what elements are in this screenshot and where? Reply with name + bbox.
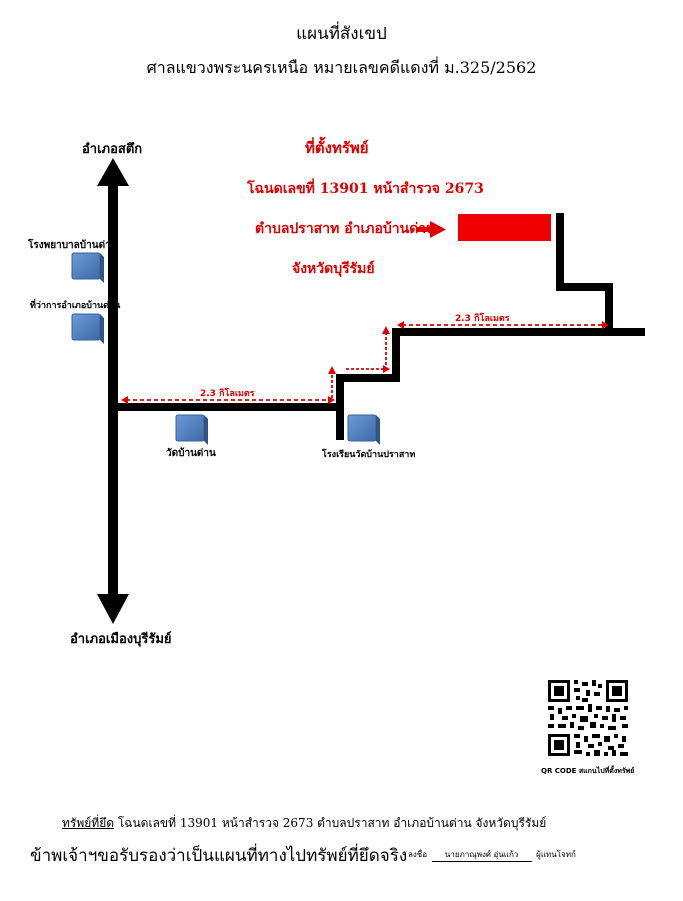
property-heading: ที่ตั้งทรัพย์ (305, 139, 369, 157)
route-road (113, 213, 645, 440)
hospital-label: โรงพยาบาลบ้านด่าน (28, 240, 118, 251)
distance-label-first: 2.3 กิโลเมตร (200, 389, 255, 399)
property-province-line: จังหวัดบุรีรัมย์ (292, 261, 375, 277)
south-destination-label: อำเภอเมืองบุรีรัมย์ (70, 632, 172, 647)
temple-label: วัดบ้านด่าน (166, 448, 216, 459)
property-deed-line: โฉนดเลขที่ 13901 หน้าสำรวจ 2673 (247, 181, 484, 197)
seized-label: ทรัพย์ที่ยึด (62, 816, 115, 830)
north-arrow (97, 158, 129, 186)
property-marker (458, 214, 551, 241)
page-title: แผนที่สังเขป (296, 24, 387, 44)
page-subtitle: ศาลแขวงพระนครเหนือ หมายเลขคดีแดงที่ ม.32… (146, 58, 537, 77)
school-building-icon (347, 414, 380, 445)
main-highway (108, 180, 118, 600)
qr-code-icon (548, 680, 628, 756)
district-office-label: ที่ว่าการอำเภอบ้านด่าน (30, 301, 121, 311)
school-label: โรงเรียนวัดบ้านปราสาท (322, 450, 416, 460)
seized-property-line: ทรัพย์ที่ยึด โฉนดเลขที่ 13901 หน้าสำรวจ … (62, 814, 546, 833)
south-arrow (97, 594, 129, 624)
seized-text: โฉนดเลขที่ 13901 หน้าสำรวจ 2673 ตำบลปราส… (117, 816, 547, 830)
property-pointer-arrow (416, 221, 446, 238)
distance-label-second: 2.3 กิโลเมตร (455, 314, 510, 324)
property-location-line: ตำบลปราสาท อำเภอบ้านด่าน (255, 221, 436, 237)
signature-prefix: ลงชื่อ (408, 850, 428, 859)
signer-role: ผู้แทนโจทก์ (536, 850, 576, 859)
hospital-building-icon (71, 252, 104, 283)
step-arrow (331, 334, 387, 398)
temple-building-icon (175, 414, 208, 445)
certification-text: ข้าพเจ้าฯขอรับรองว่าเป็นแผนที่ทางไปทรัพย… (30, 846, 408, 866)
qr-caption: QR CODE สแกนไปที่ตั้งทรัพย์ (541, 767, 635, 775)
district-office-building-icon (71, 313, 104, 344)
north-destination-label: อำเภอสตึก (82, 142, 143, 157)
signature-line: ลงชื่อ นายภาณุพงศ์ อุ่นแก้ว ผู้แทนโจทก์ (408, 848, 576, 862)
signer-name: นายภาณุพงศ์ อุ่นแก้ว (431, 848, 532, 862)
